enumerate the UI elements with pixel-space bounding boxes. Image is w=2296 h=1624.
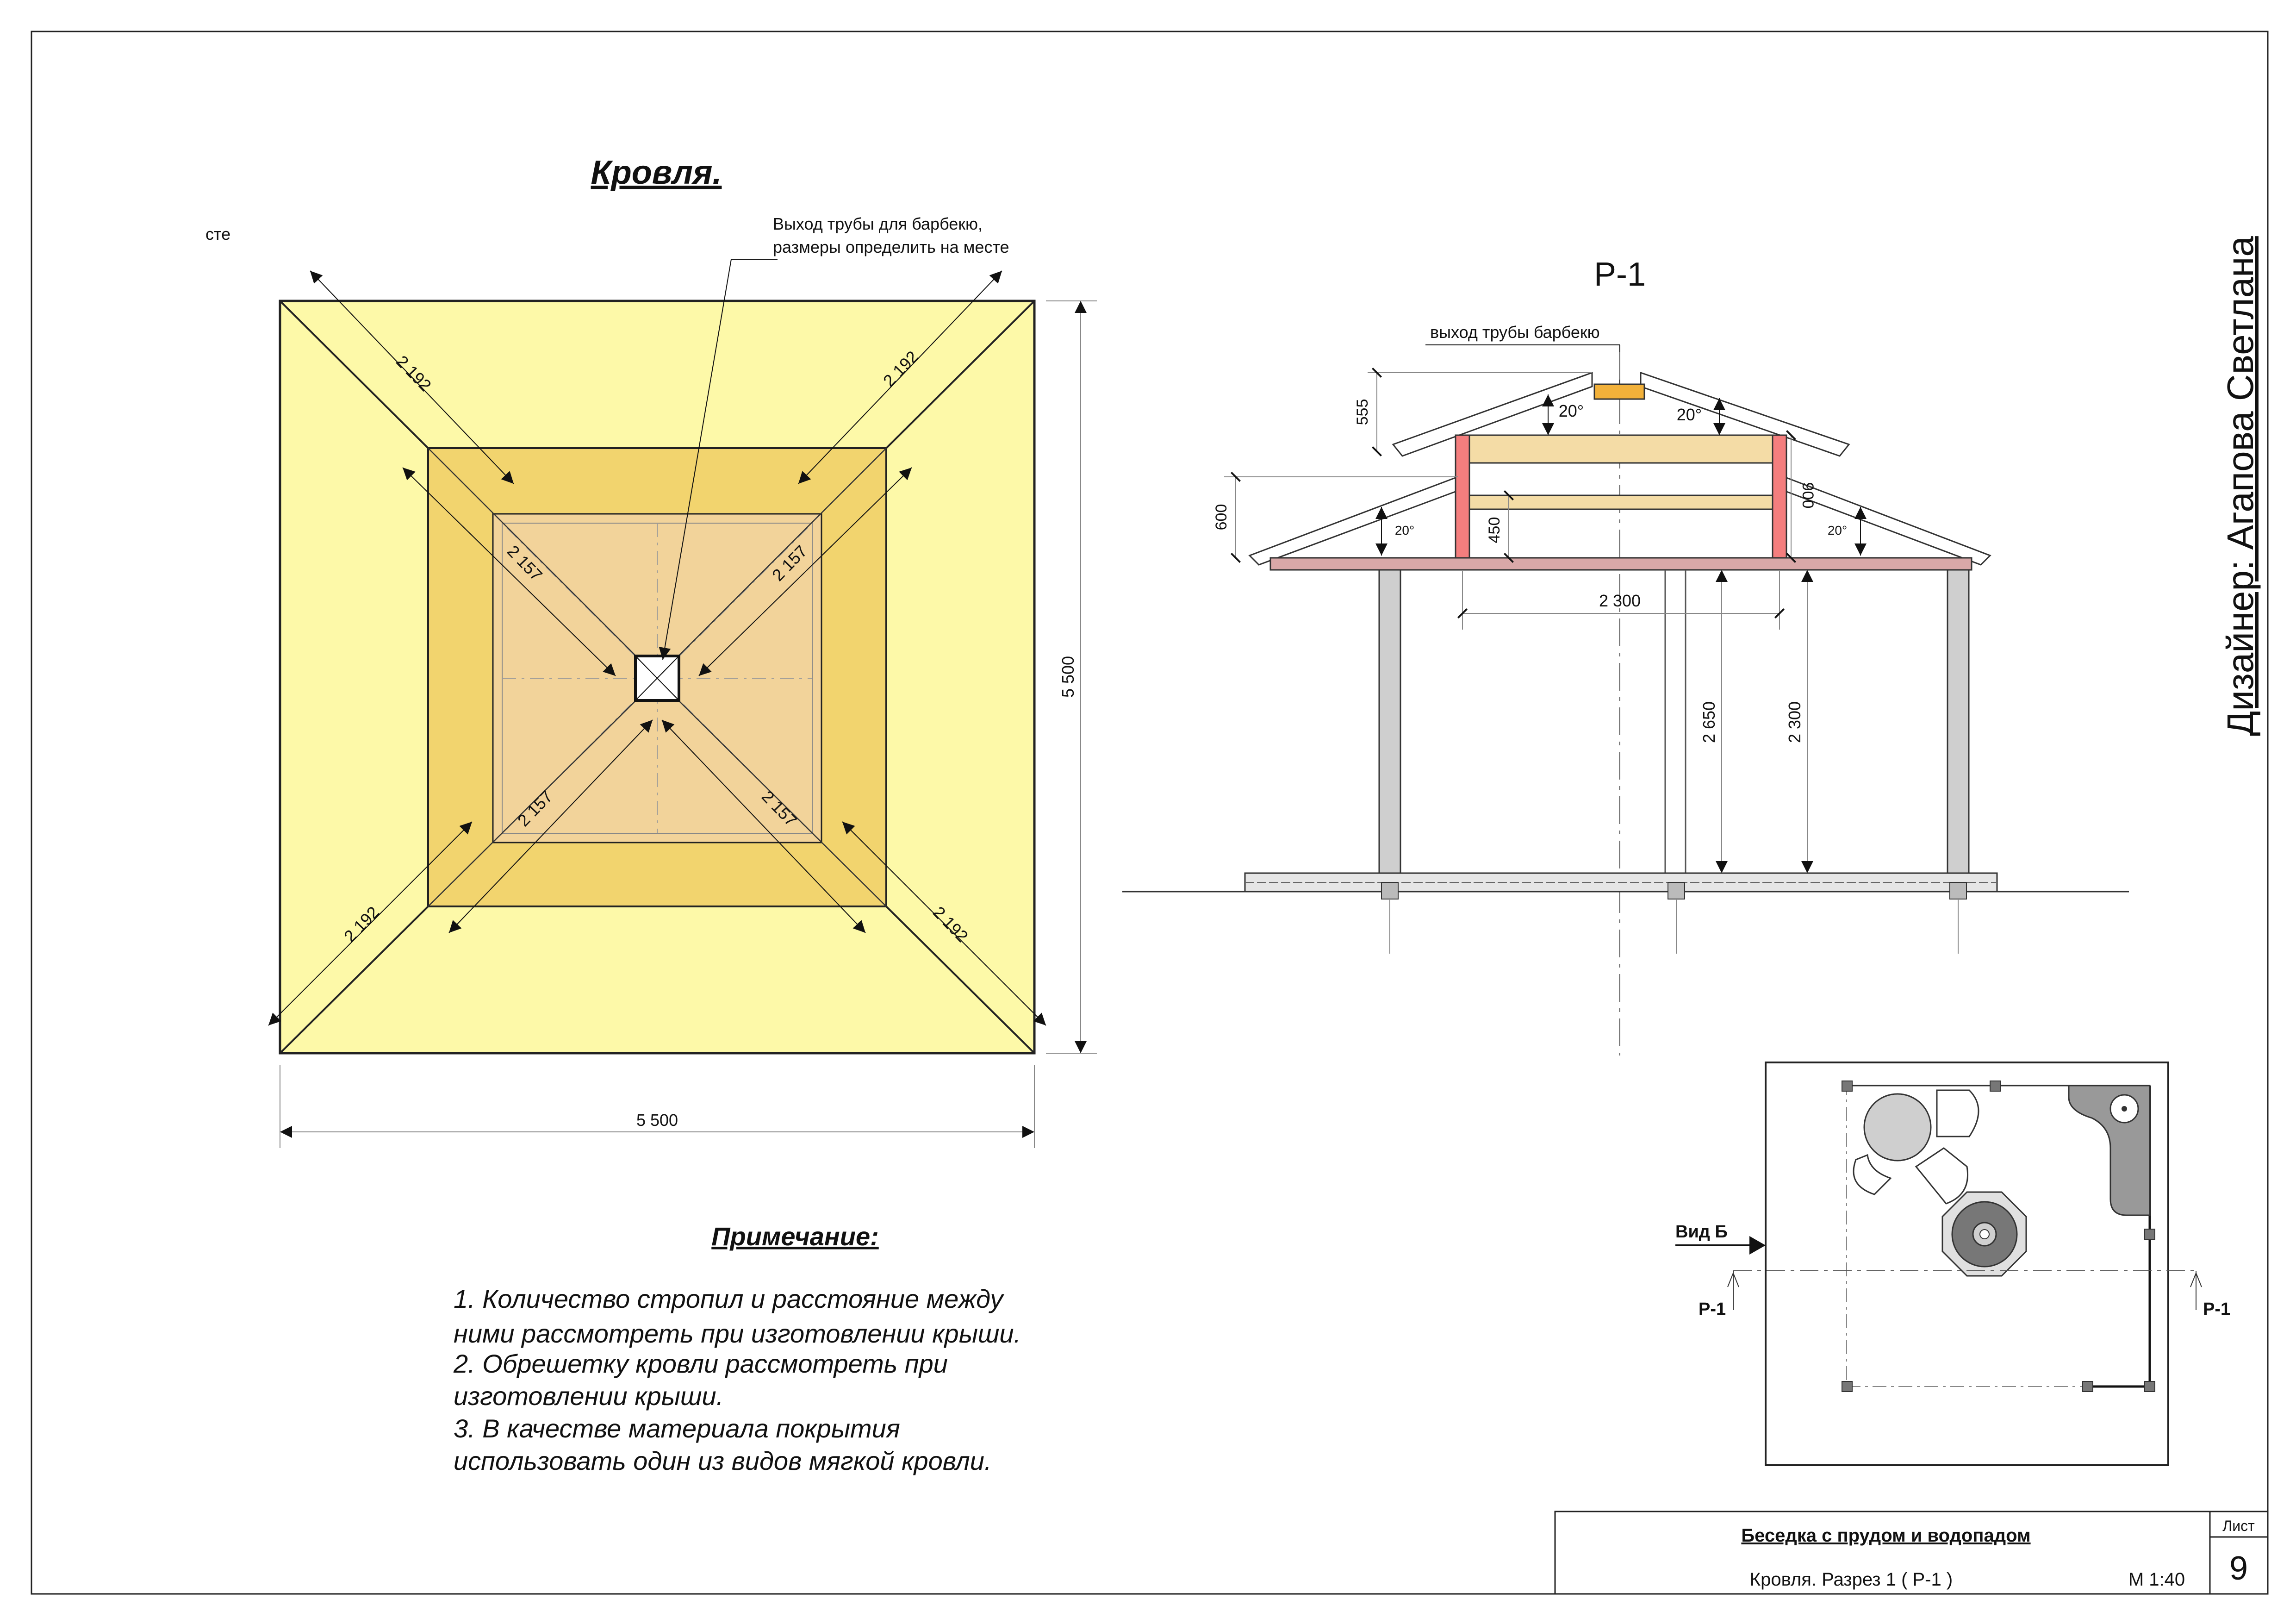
roof-plan: Выход трубы для барбекю, размеры определ… (268, 214, 1097, 1148)
scale: М 1:40 (2128, 1569, 2185, 1590)
note-line-2: ними рассмотреть при изготовлении крыши. (454, 1319, 1021, 1348)
section-p1: Р-1 выход трубы барбекю (1122, 256, 2129, 1056)
key-plan-view-label: Вид Б (1675, 1222, 1728, 1242)
post-red-right (1772, 434, 1787, 559)
plan-callout-line1: Выход трубы для барбекю, (773, 214, 983, 233)
dim-inner-2: 900 (1799, 482, 1817, 509)
upper-roof-right (1640, 371, 1850, 457)
lower-roof-left (1248, 475, 1459, 566)
title-block-frame (1554, 1511, 2269, 1595)
note-line-1: 1. Количество стропил и расстояние между (454, 1284, 1004, 1313)
post-gray-right (1947, 569, 1970, 874)
designer-name: Дизайнер: Агапова Светлана (2220, 236, 2261, 736)
dim-lower-height: 600 (1213, 504, 1230, 531)
post-gray-left (1378, 569, 1401, 874)
upper-roof-left (1392, 371, 1593, 457)
sheet-frame (31, 31, 2269, 1595)
dim-inner-1: 450 (1486, 517, 1503, 543)
section-callout: выход трубы барбекю (1430, 323, 1600, 342)
note-line-4: изготовлении крыши. (454, 1381, 723, 1411)
dim-post-height-1: 2 650 (1699, 701, 1718, 743)
angle-upper-left: 20° (1559, 401, 1584, 420)
title-block: Беседка с прудом и водопадом Кровля. Раз… (1554, 1511, 2269, 1595)
cut-text-left: сте (205, 225, 230, 244)
note-line-6: использовать один из видов мягкой кровли… (454, 1446, 991, 1475)
beam-mid (1468, 494, 1773, 510)
sheet-number: 9 (2229, 1550, 2248, 1587)
section-title: Р-1 (1594, 256, 1646, 293)
dim-post-height-2: 2 300 (1785, 701, 1804, 743)
notes: Примечание: 1. Количество стропил и расс… (453, 1222, 1021, 1475)
key-plan-cut-right: Р-1 (2203, 1299, 2230, 1319)
key-plan-table (1863, 1093, 1932, 1162)
angle-lower-left: 20° (1395, 523, 1414, 537)
key-plan: Вид Б Р-1 Р-1 (1675, 1062, 2230, 1466)
plan-callout-line2: размеры определить на месте (773, 237, 1009, 256)
angle-lower-right: 20° (1828, 523, 1847, 537)
notes-title: Примечание: (711, 1222, 878, 1251)
dim-width: 5 500 (636, 1111, 678, 1130)
sheet-label: Лист (2222, 1518, 2255, 1534)
project-title: Беседка с прудом и водопадом (1741, 1525, 2030, 1546)
sheet-name: Кровля. Разрез 1 ( Р-1 ) (1750, 1569, 1953, 1590)
dim-span: 2 300 (1599, 591, 1641, 610)
beam-top (1468, 434, 1773, 464)
note-line-3: 2. Обрешетку кровли рассмотреть при (453, 1349, 948, 1378)
key-plan-cut-left: Р-1 (1699, 1299, 1726, 1319)
dim-upper-height: 555 (1354, 399, 1371, 425)
pipe-outlet (1593, 383, 1645, 400)
angle-upper-right: 20° (1677, 405, 1702, 424)
dim-height: 5 500 (1058, 656, 1077, 698)
roof-slab (1269, 557, 1972, 571)
note-line-5: 3. В качестве материала покрытия (454, 1414, 900, 1443)
sheet-title: Кровля. (591, 154, 722, 191)
post-red-left (1455, 434, 1470, 559)
